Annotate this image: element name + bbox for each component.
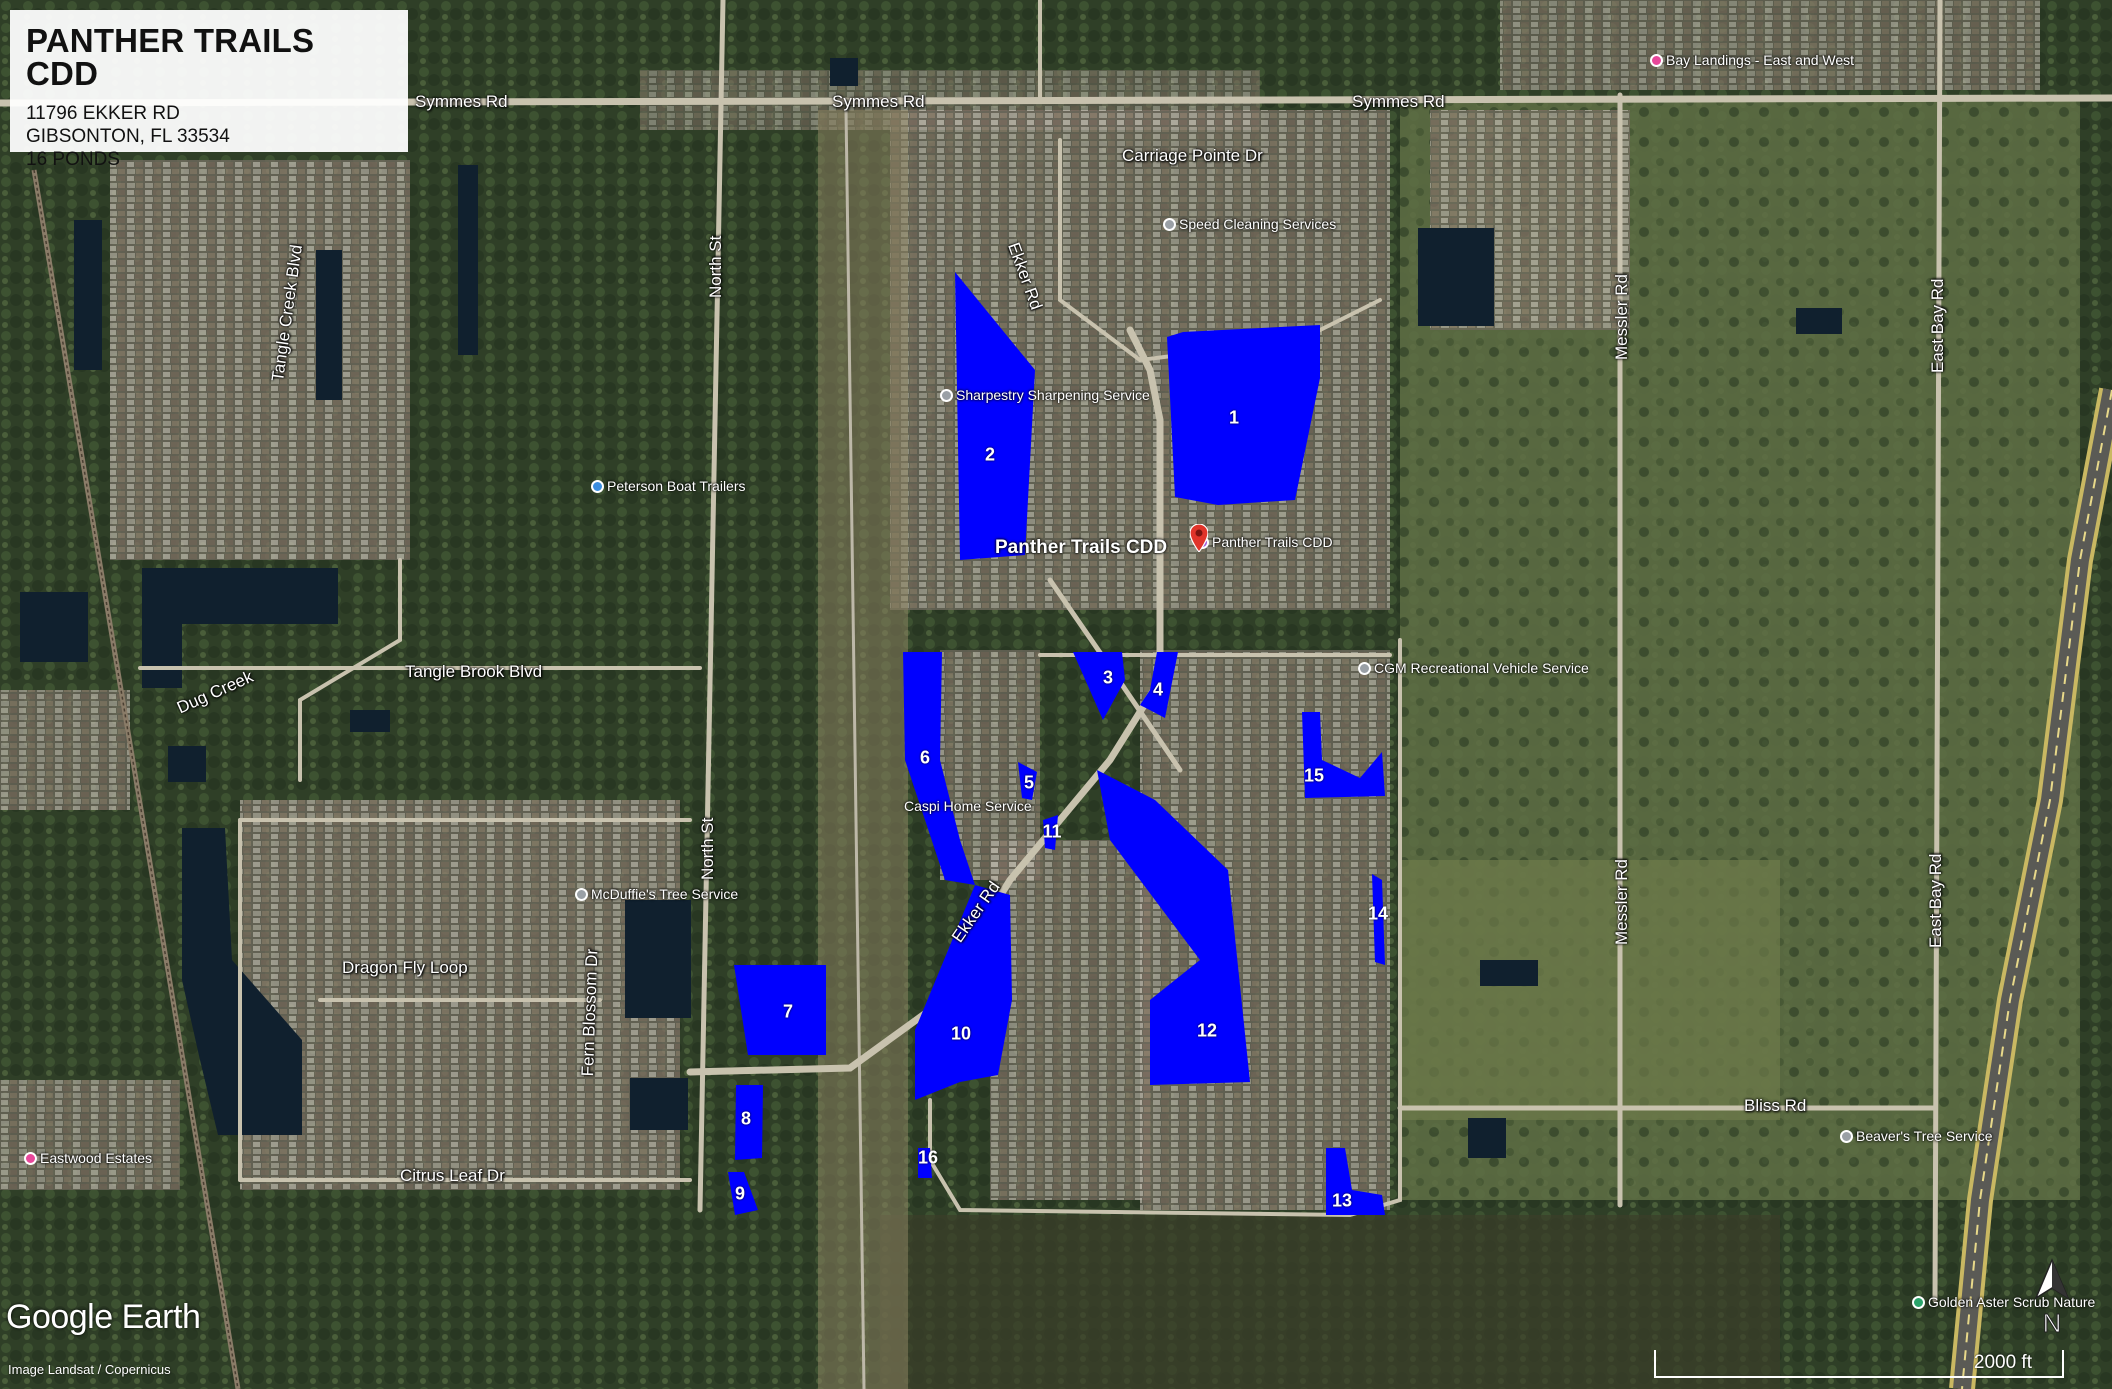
title: PANTHER TRAILS CDD: [26, 22, 315, 92]
road-dragon-fly: Dragon Fly Loop: [342, 958, 468, 977]
imagery-credit: Image Landsat / Copernicus: [8, 1362, 171, 1377]
road-messler-2: Messler Rd: [1612, 859, 1631, 945]
pond-label-14[interactable]: 14: [1367, 903, 1389, 924]
poi-mcduffie[interactable]: McDuffie's Tree Service: [575, 886, 738, 902]
road-north-st-1: North St: [706, 235, 725, 298]
pin-icon: [591, 479, 604, 493]
pond-label-15[interactable]: 15: [1303, 765, 1325, 786]
pond-label-10[interactable]: 10: [950, 1023, 972, 1044]
road-north-st-2: North St: [698, 817, 717, 880]
pond-label-9[interactable]: 9: [734, 1183, 746, 1204]
scale-bar: 2000 ft: [1654, 1350, 2064, 1378]
pond-label-7[interactable]: 7: [782, 1001, 794, 1022]
pond-label-11[interactable]: 11: [1042, 821, 1062, 842]
pond-count: 16 PONDS: [26, 149, 120, 170]
poi-golden-aster[interactable]: Golden Aster Scrub Nature: [1912, 1294, 2095, 1310]
address-line-1: 11796 EKKER RD: [26, 103, 180, 124]
pond-label-3[interactable]: 3: [1102, 667, 1114, 688]
pin-icon: [1358, 661, 1371, 675]
road-symmes-1: Symmes Rd: [415, 92, 508, 111]
road-carriage-pointe: Carriage Pointe Dr: [1122, 146, 1263, 165]
north-arrow-icon[interactable]: N: [2032, 1258, 2072, 1338]
road-east-bay-1: East Bay Rd: [1928, 278, 1947, 374]
road-east-bay-2: East Bay Rd: [1926, 853, 1945, 949]
pond-label-4[interactable]: 4: [1152, 679, 1164, 700]
pin-icon: [1912, 1295, 1925, 1309]
road-tangle-brook: Tangle Brook Blvd: [405, 662, 543, 681]
google-earth-logo: Google Earth: [6, 1298, 201, 1336]
pond-label-16[interactable]: 16: [917, 1147, 939, 1168]
road-symmes-3: Symmes Rd: [1352, 92, 1445, 111]
pin-icon: [575, 887, 588, 901]
scale-label: 2000 ft: [1973, 1352, 2032, 1373]
pond-label-6[interactable]: 6: [919, 747, 931, 768]
address-line-2: GIBSONTON, FL 33534: [26, 126, 230, 147]
road-symmes-2: Symmes Rd: [832, 92, 925, 111]
poi-panther-trails[interactable]: Panther Trails CDD: [1196, 534, 1333, 550]
pond-label-2[interactable]: 2: [984, 444, 996, 465]
poi-cgm[interactable]: CGM Recreational Vehicle Service: [1358, 660, 1589, 676]
poi-peterson[interactable]: Peterson Boat Trailers: [591, 478, 746, 494]
road-bliss: Bliss Rd: [1744, 1096, 1807, 1115]
poi-caspi[interactable]: Caspi Home Service: [904, 798, 1032, 814]
pin-icon: [1840, 1129, 1853, 1143]
poi-bay-landings[interactable]: Bay Landings - East and West: [1650, 52, 1854, 68]
pin-icon: [940, 388, 953, 402]
pond-label-1[interactable]: 1: [1228, 407, 1240, 428]
pond-label-5[interactable]: 5: [1023, 772, 1035, 793]
pond-label-13[interactable]: 13: [1331, 1190, 1353, 1211]
pond-label-8[interactable]: 8: [740, 1108, 752, 1129]
pin-icon: [1163, 217, 1176, 231]
road-messler-1: Messler Rd: [1612, 274, 1631, 360]
poi-sharpestry[interactable]: Sharpestry Sharpening Service: [940, 387, 1150, 403]
poi-speed-cleaning[interactable]: Speed Cleaning Services: [1163, 216, 1336, 232]
pin-icon: [1650, 53, 1663, 67]
road-citrus-leaf: Citrus Leaf Dr: [400, 1166, 505, 1185]
info-box: PANTHER TRAILS CDD 11796 EKKER RD GIBSON…: [10, 10, 408, 170]
cdd-location-label: Panther Trails CDD: [995, 537, 1168, 558]
pond-label-12[interactable]: 12: [1196, 1020, 1218, 1041]
pin-icon: [24, 1151, 37, 1165]
north-letter: N: [2043, 1308, 2062, 1338]
location-marker-icon[interactable]: [1190, 524, 1208, 552]
cdd-ponds: [728, 272, 1385, 1215]
poi-beavers[interactable]: Beaver's Tree Service: [1840, 1128, 1993, 1144]
poi-eastwood[interactable]: Eastwood Estates: [24, 1150, 152, 1166]
